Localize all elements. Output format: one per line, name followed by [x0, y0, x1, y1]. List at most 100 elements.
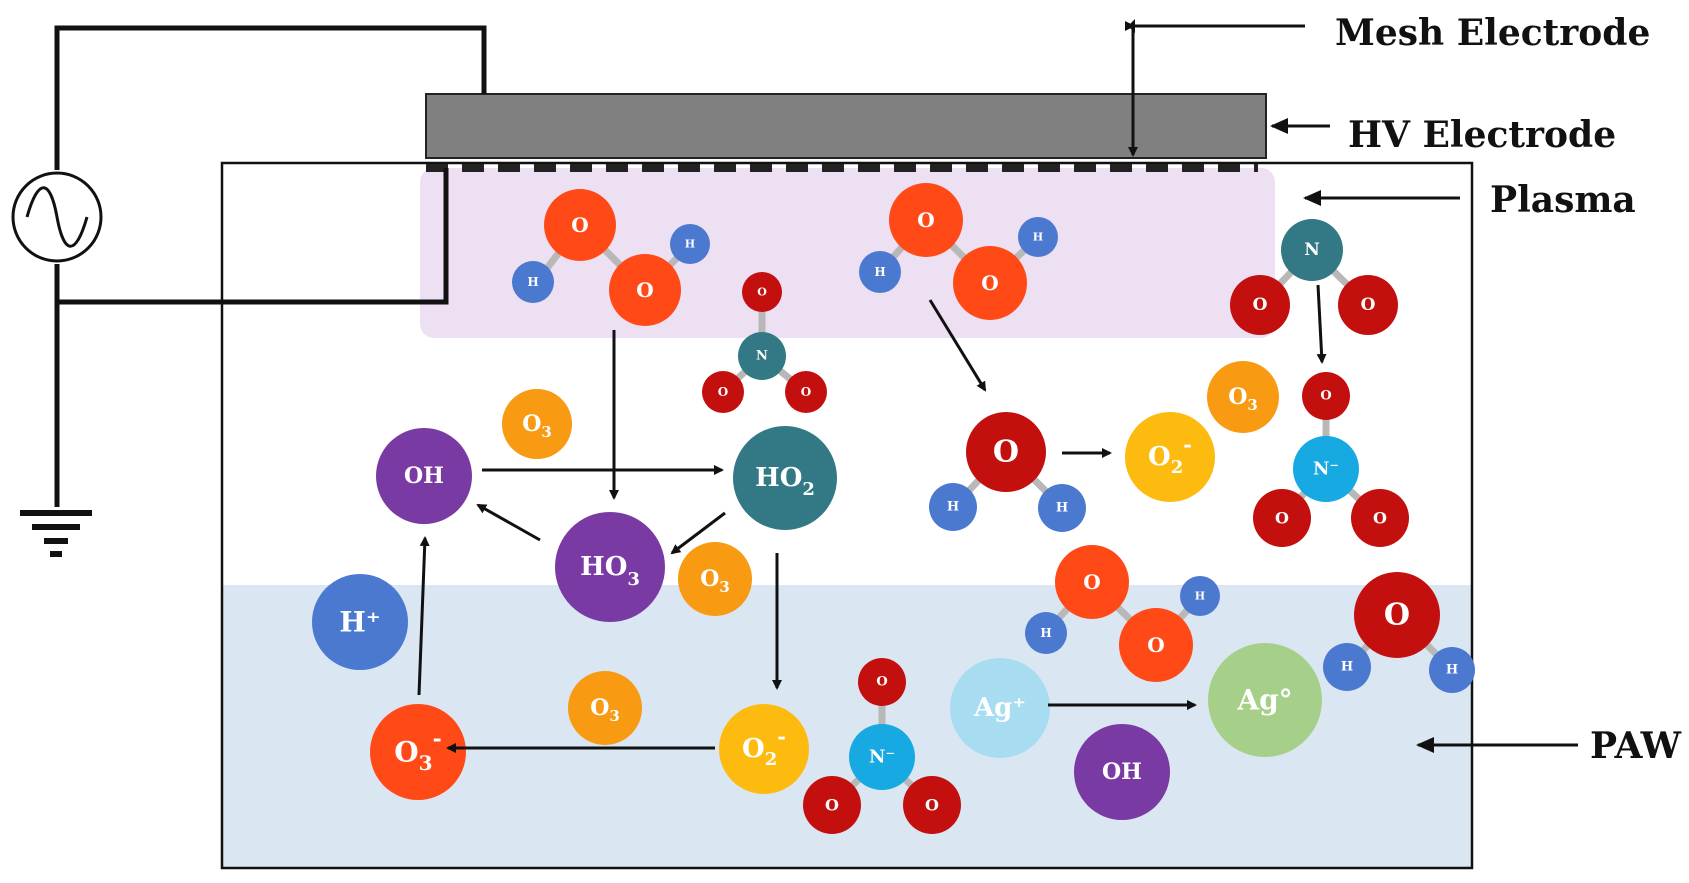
no2-a-o1: O [742, 272, 782, 312]
h2o-a-h1: H [929, 483, 977, 531]
oh-upper-label: OH [404, 463, 444, 489]
h2o2-c-h2-circle [1180, 576, 1220, 616]
h2o-b-h1-label: H [1341, 660, 1353, 675]
no3-b-n-circle [849, 724, 915, 790]
h2o-a-h1-label: H [947, 500, 959, 515]
no2-a-n: N [738, 332, 786, 380]
h2o2-c-h1-label: H [1040, 626, 1051, 640]
ag-plus: Ag⁺ [950, 658, 1050, 758]
h2o2-b-o2-label: O [981, 271, 998, 295]
ag0: Ag° [1208, 643, 1322, 757]
no2-a-o2: O [702, 371, 744, 413]
h2o2-c-o2-label: O [1147, 633, 1164, 657]
h2o2-c-o2: O [1119, 608, 1193, 682]
o3-minus: O3- [370, 704, 466, 800]
no3-a-n-circle [1293, 436, 1359, 502]
no2-a-o3: O [785, 371, 827, 413]
plasma-region [420, 168, 1275, 338]
h2o2-a-h2-label: H [685, 238, 695, 251]
o3-b-circle [678, 542, 752, 616]
ag-plus-label: Ag⁺ [973, 693, 1026, 723]
no3-a-o2: O [1253, 489, 1311, 547]
h2o-b-h1-circle [1323, 643, 1371, 691]
h2o-b-h1: H [1323, 643, 1371, 691]
no3-b-n-label: N⁻ [869, 747, 895, 768]
h2o2-b-o2: O [953, 246, 1027, 320]
no2-b-n-label: N [1304, 240, 1320, 260]
h2o2-b-o1-circle [889, 183, 963, 257]
no2-a-o2-circle [702, 371, 744, 413]
no3-a-o1-circle [1302, 372, 1350, 420]
no3-a-o3-circle [1351, 489, 1409, 547]
no3-b-o2-label: O [825, 796, 839, 815]
h2o-b-o-circle [1354, 572, 1440, 658]
o3-c-circle [568, 671, 642, 745]
no2-a-o3-circle [785, 371, 827, 413]
o2-minus-b: O2- [719, 704, 809, 794]
oh-upper-circle [376, 428, 472, 524]
h2o2-c-o2-circle [1119, 608, 1193, 682]
oh-lower-label: OH [1102, 759, 1142, 785]
o3-a-circle [502, 389, 572, 459]
no3-b-n: N⁻ [849, 724, 915, 790]
no3-a-n-label: N⁻ [1313, 459, 1339, 480]
label-mesh-electrode: Mesh Electrode [1335, 12, 1650, 54]
h2o2-c-o1-circle [1055, 545, 1129, 619]
oh-lower: OH [1074, 724, 1170, 820]
h2o2-b-o2-circle [953, 246, 1027, 320]
reactor-vessel [220, 161, 1474, 870]
no2-a-o3-label: O [801, 385, 811, 399]
no2-b-o2: O [1338, 275, 1398, 335]
h2o2-b-o1: O [889, 183, 963, 257]
no3-b-o1-circle [858, 658, 906, 706]
h2o-a-o-circle [966, 412, 1046, 492]
no2-b-o2-circle [1338, 275, 1398, 335]
h2o2-a-o2: O [609, 254, 681, 326]
no2-a-o2-label: O [718, 385, 728, 399]
ag0-circle [1208, 643, 1322, 757]
h2o-a-o: O [966, 412, 1046, 492]
h2o2-a-o1-label: O [571, 213, 588, 237]
o3-minus-circle [370, 704, 466, 800]
no2-b-o1: O [1230, 275, 1290, 335]
no2-a-n-circle [738, 332, 786, 380]
h2o2-b-h1-circle [859, 251, 901, 293]
h2o-a-h2-label: H [1056, 501, 1068, 516]
no2-a-o1-label: O [757, 286, 767, 299]
no3-b-o3: O [903, 776, 961, 834]
h2o2-c-h1: H [1025, 612, 1067, 654]
no3-b-o3-circle [903, 776, 961, 834]
h-plus: H⁺ [312, 574, 408, 670]
no2-a-o1-circle [742, 272, 782, 312]
h2o-a-h2-circle [1038, 484, 1086, 532]
ag0-label: Ag° [1236, 684, 1292, 717]
no2-b-n-circle [1281, 219, 1343, 281]
h-plus-circle [312, 574, 408, 670]
no3-b-o2-circle [803, 776, 861, 834]
h2o-b-h2: H [1429, 647, 1475, 693]
no2-a-n-label: N [756, 349, 768, 364]
h2o2-a-o2-label: O [636, 278, 653, 302]
h2o2-a-h1-circle [512, 261, 554, 303]
oh-upper: OH [376, 428, 472, 524]
o3-b: O3 [678, 542, 752, 616]
no3-b-o3-label: O [925, 796, 939, 815]
h2o-a-h2: H [1038, 484, 1086, 532]
o3-d-circle [1207, 361, 1279, 433]
h2o-a-h1-circle [929, 483, 977, 531]
o3-c: O3 [568, 671, 642, 745]
ag-plus-circle [950, 658, 1050, 758]
no3-a-o2-circle [1253, 489, 1311, 547]
h2o2-a-o1: O [544, 189, 616, 261]
h2o2-a-o1-circle [544, 189, 616, 261]
h2o2-a-h1-label: H [527, 275, 538, 289]
h2o-b-o: O [1354, 572, 1440, 658]
label-paw: PAW [1590, 725, 1682, 767]
h2o2-b-h2-circle [1018, 217, 1058, 257]
no3-b-o1-label: O [876, 675, 887, 690]
no2-b-o1-label: O [1253, 295, 1268, 315]
h2o2-c-h2: H [1180, 576, 1220, 616]
h-plus-label: H⁺ [339, 606, 380, 639]
h2o2-b-h2-label: H [1033, 231, 1043, 244]
